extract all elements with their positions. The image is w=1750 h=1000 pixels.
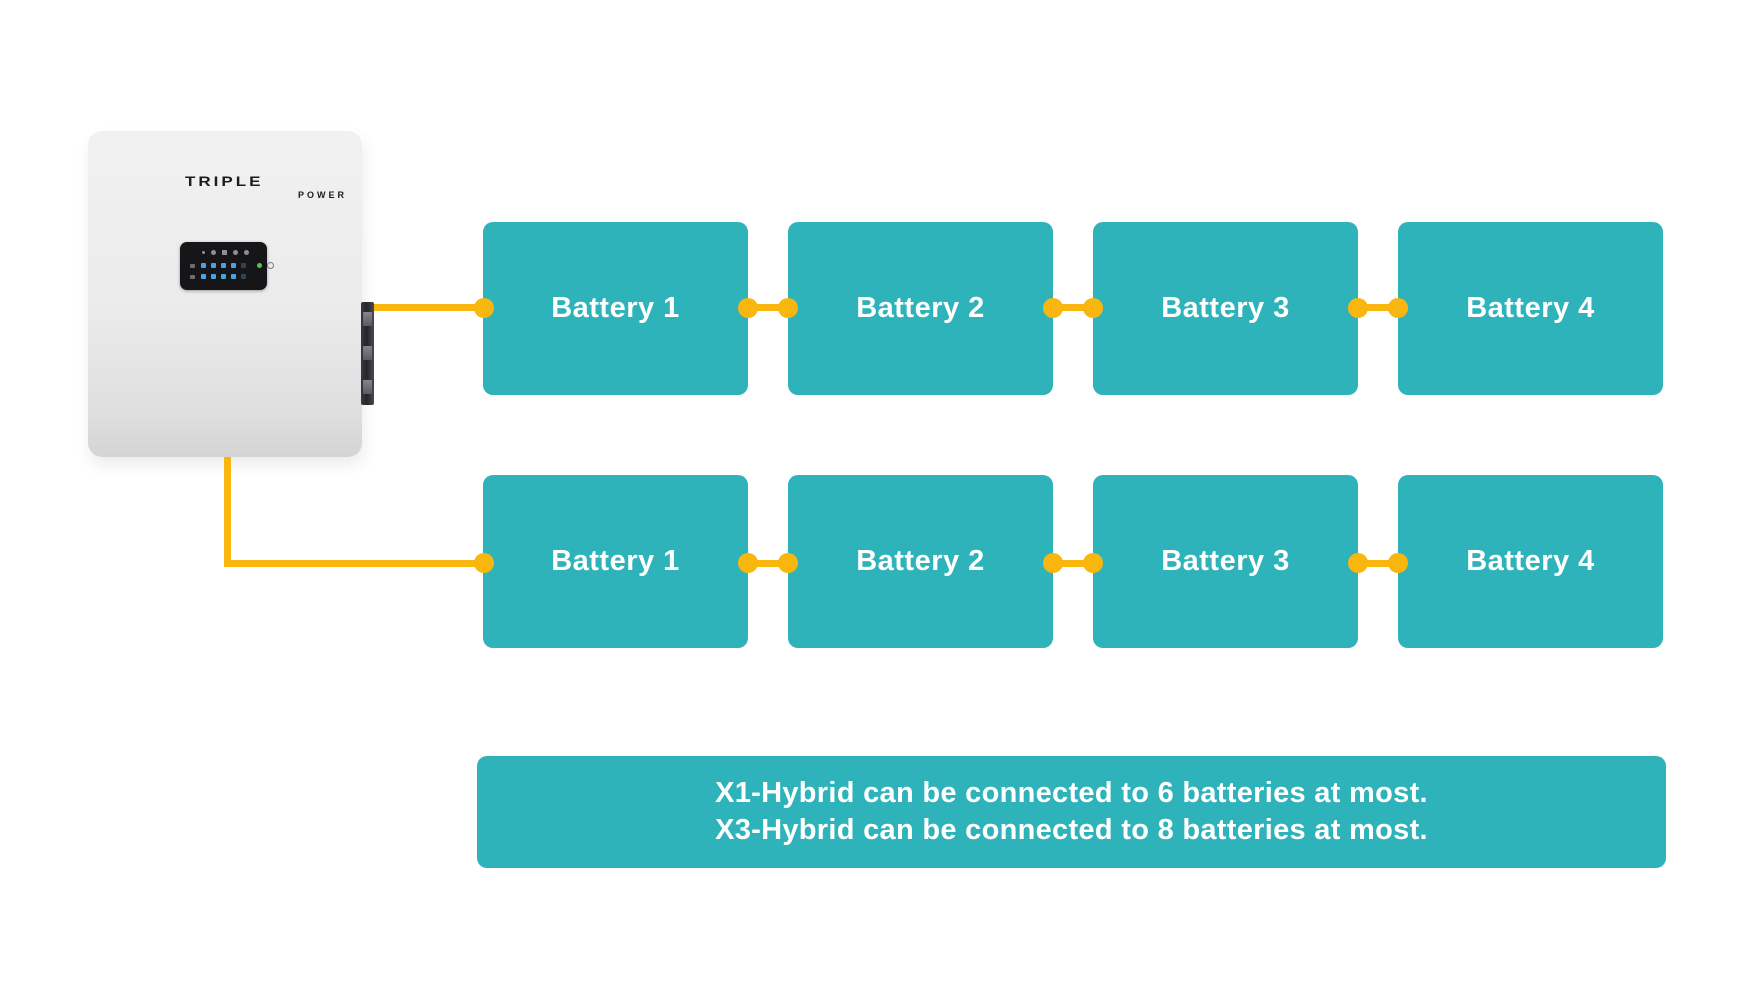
battery-box-row1-3: Battery 3 [1093,222,1358,395]
status-icon-row [202,250,249,255]
battery-label: Battery 2 [856,545,985,577]
wire-junction-dot [1083,298,1103,318]
brand-subname: POWER [297,190,347,200]
battery-box-row1-4: Battery 4 [1398,222,1663,395]
led-light [221,263,226,268]
power-led [257,263,262,268]
wire-junction-dot [1388,298,1408,318]
wire-battery-link [1358,304,1398,311]
wire-battery-link [748,560,788,567]
led-light-off [241,274,246,279]
wire-junction-dot [1348,298,1368,318]
led-light [201,263,206,268]
led-light [231,274,236,279]
wire-junction-dot [1083,553,1103,573]
wire-inverter-to-row2 [224,560,484,567]
wire-battery-link [1053,560,1093,567]
sun-icon [202,251,205,254]
wire-battery-link [1358,560,1398,567]
wire-inverter-to-row1 [372,304,484,311]
battery-box-row1-1: Battery 1 [483,222,748,395]
battery-box-row2-2: Battery 2 [788,475,1053,648]
led-display-panel [180,242,274,290]
wire-junction-dot [1388,553,1408,573]
battery-label: Battery 4 [1466,545,1595,577]
battery-label: Battery 3 [1161,292,1290,324]
gear-icon [233,250,238,255]
battery-box-row2-1: Battery 1 [483,475,748,648]
connector-slot [363,346,372,360]
wire-junction-dot [738,553,758,573]
wire-junction-dot [1348,553,1368,573]
wire-battery-link [1053,304,1093,311]
note-line-1: X1-Hybrid can be connected to 6 batterie… [715,777,1428,809]
wire-junction-dot [474,298,494,318]
note-line-2: X3-Hybrid can be connected to 8 batterie… [715,814,1428,846]
plug-icon [222,250,227,255]
battery-box-row2-3: Battery 3 [1093,475,1358,648]
battery-label: Battery 3 [1161,545,1290,577]
battery-icon [211,250,216,255]
led-light [201,274,206,279]
led-light [231,263,236,268]
wire-junction-dot [474,553,494,573]
inverter-side-connector [361,302,374,405]
led-row-1 [190,262,274,269]
connector-slot [363,380,372,394]
brand-name: TRIPLE [185,173,264,190]
brand-logo: TRIPLE POWER [185,173,347,200]
wire-junction-dot [778,298,798,318]
battery-label: Battery 1 [551,545,680,577]
wire-battery-link [748,304,788,311]
battery-label: Battery 1 [551,292,680,324]
row-label-mark [190,274,195,279]
wire-inverter-down [224,457,231,567]
capacity-note-banner: X1-Hybrid can be connected to 6 batterie… [477,756,1666,868]
inverter-device: TRIPLE POWER [88,131,362,457]
battery-box-row1-2: Battery 2 [788,222,1053,395]
led-light-off [241,263,246,268]
wire-junction-dot [778,553,798,573]
led-light [221,274,226,279]
led-row-2 [190,274,246,279]
led-light [211,263,216,268]
row-label-mark [190,263,195,268]
wire-junction-dot [1043,298,1063,318]
battery-label: Battery 2 [856,292,985,324]
wifi-icon [244,250,249,255]
power-button-icon [267,262,274,269]
wire-junction-dot [1043,553,1063,573]
battery-label: Battery 4 [1466,292,1595,324]
connector-slot [363,312,372,326]
led-light [211,274,216,279]
battery-box-row2-4: Battery 4 [1398,475,1663,648]
wire-junction-dot [738,298,758,318]
